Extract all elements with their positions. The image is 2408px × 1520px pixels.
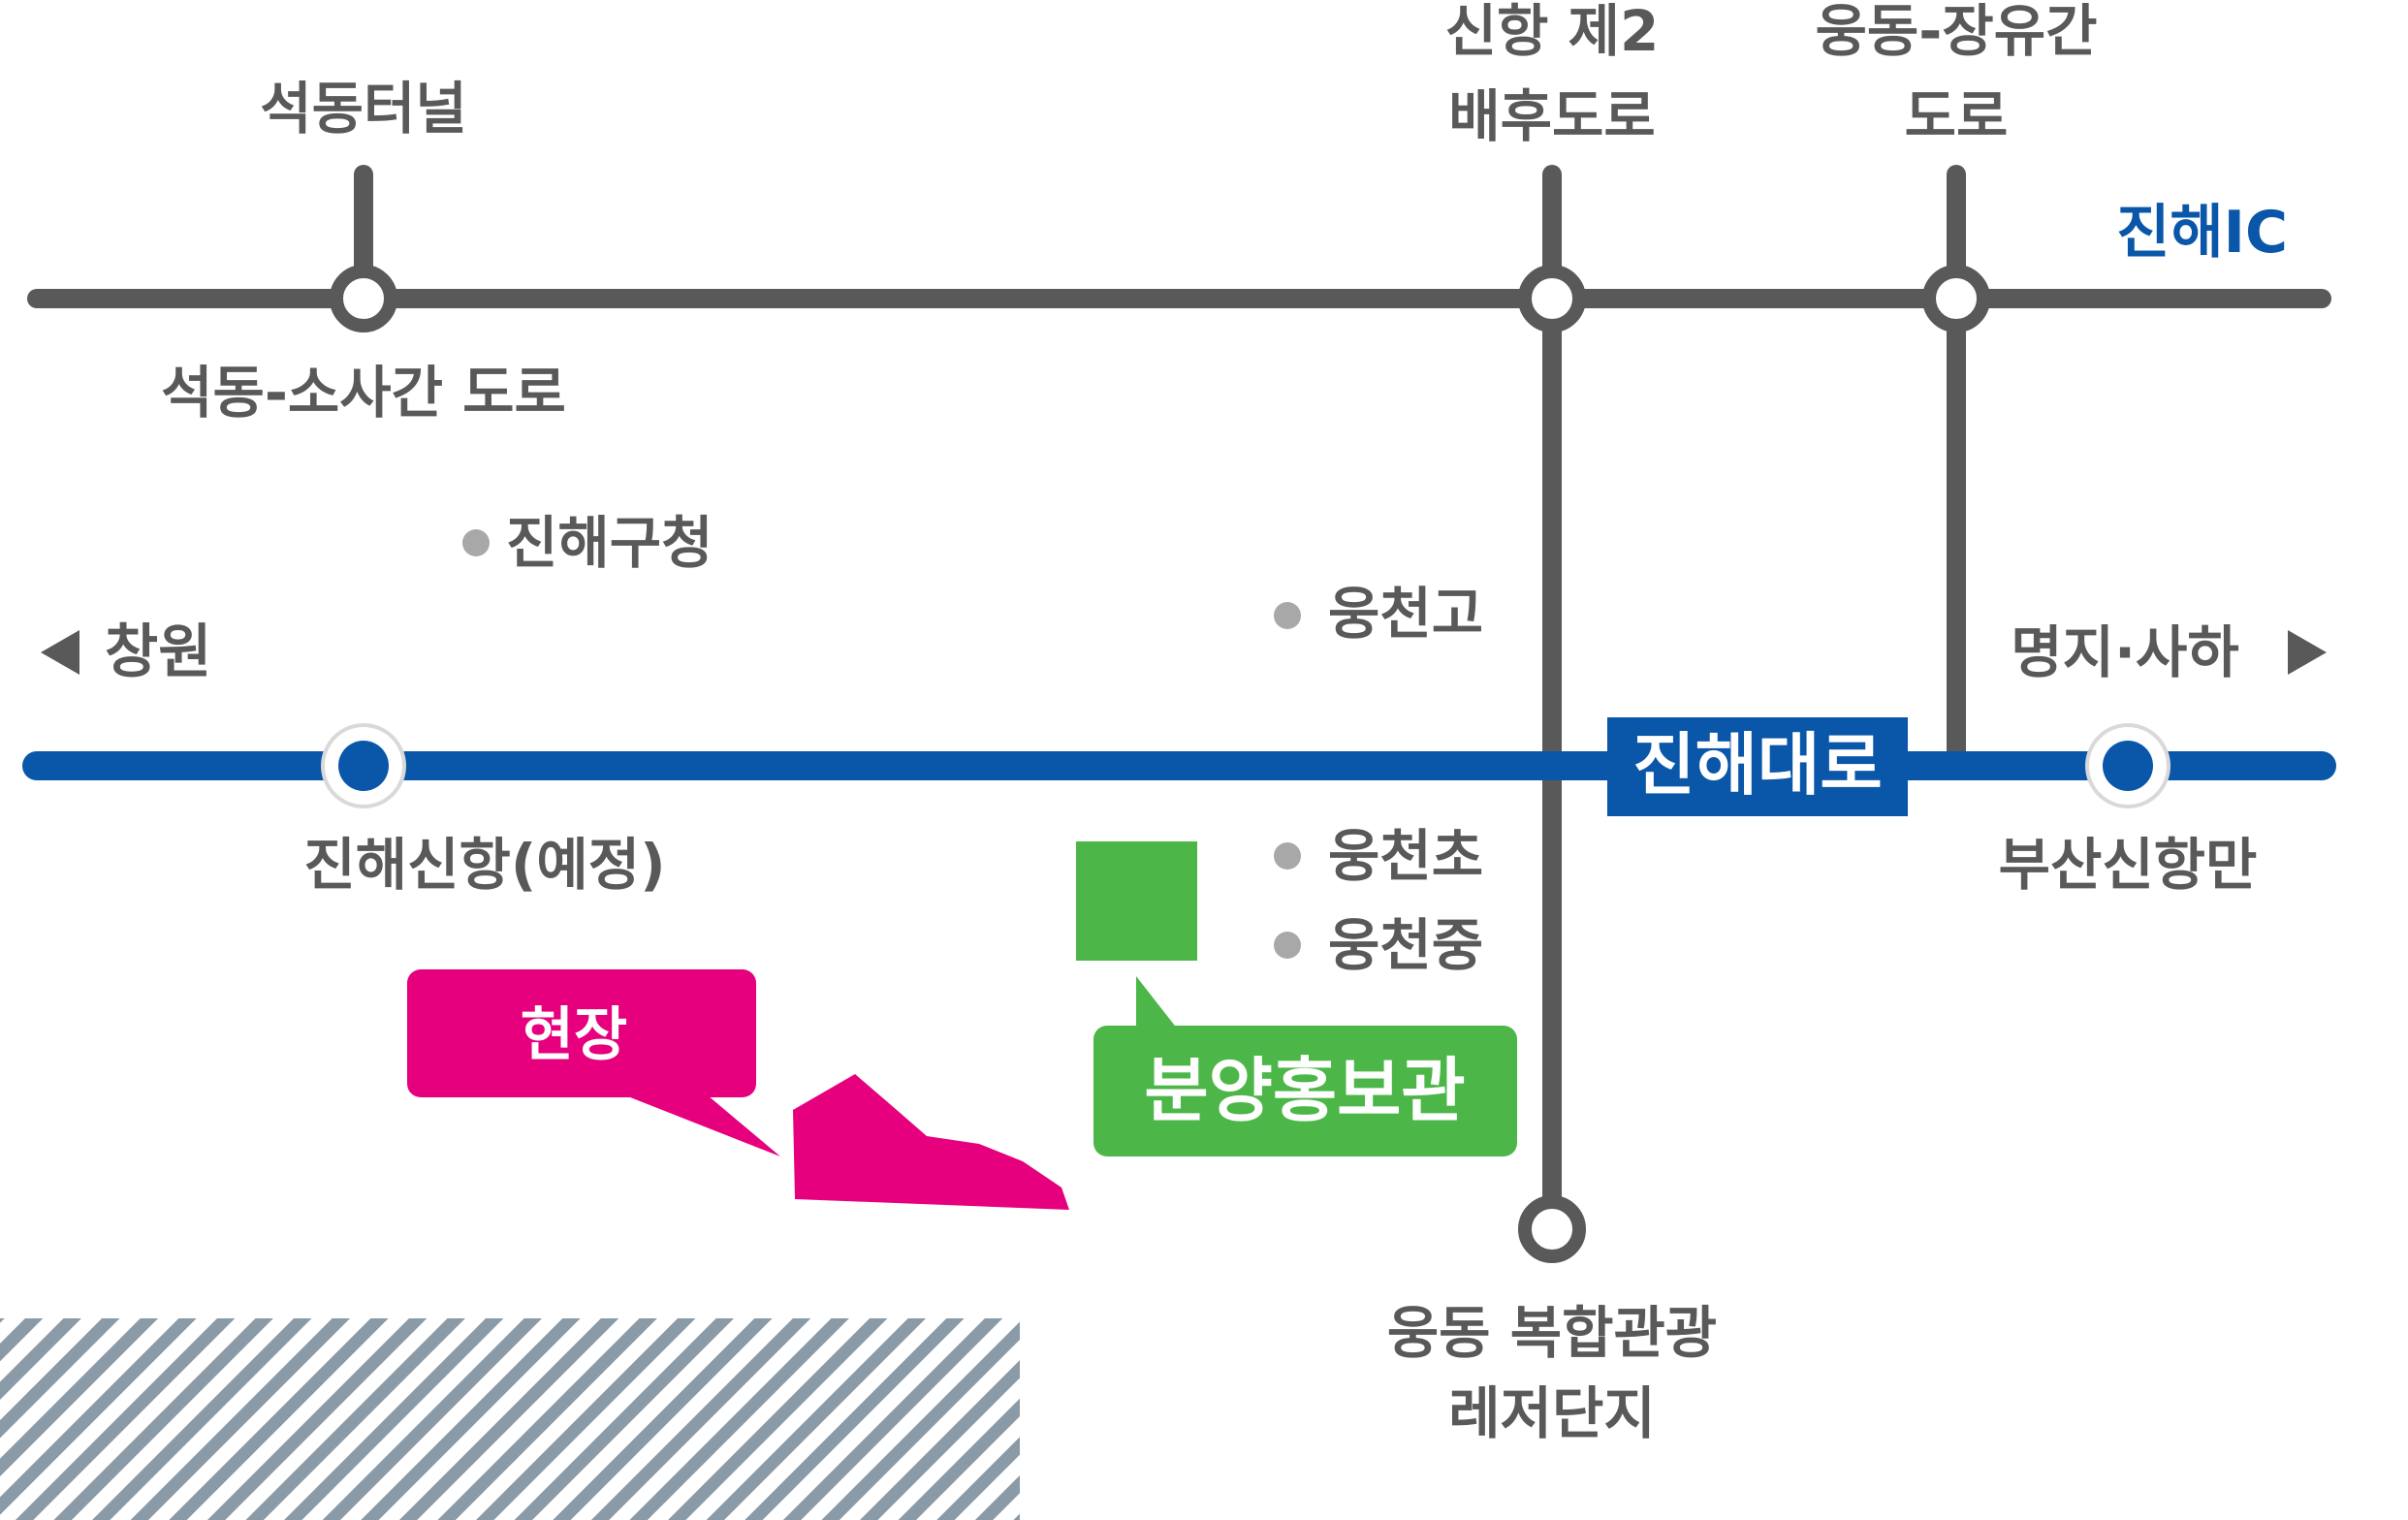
jinhae-sinhang-label: 진해신항(예정) <box>303 832 665 898</box>
ungdong-road-label-line1: 웅동-장유간 <box>1816 0 2098 64</box>
model-house-callout: 분양홍보관 <box>1093 976 1517 1156</box>
jinhae-daero-badge: 진해대로 <box>1607 717 1908 816</box>
interchange-seokdong <box>330 265 397 332</box>
interchange-ungdong <box>1922 265 1990 332</box>
interchange-sinhang <box>1518 265 1586 332</box>
ungcheon-middle-label: 웅천중 <box>1328 912 1483 978</box>
model-house-label: 분양홍보관 <box>1144 1050 1465 1131</box>
sinhang-road-label-line2: 배후도로 <box>1448 83 1655 149</box>
sea-hatch-area <box>0 1318 1020 1520</box>
station-busan-sinhangman <box>2103 741 2153 791</box>
site-label: 현장 <box>521 1001 627 1069</box>
poi-dot-ungcheon-high <box>1274 602 1301 629</box>
site-area-shape <box>793 1074 1069 1210</box>
ungdong-road-label-line2: 도로 <box>1905 83 2009 149</box>
leisure-complex-label-line2: 레저단지 <box>1448 1380 1655 1446</box>
jinhae-gucheong-label: 진해구청 <box>506 510 713 576</box>
ungcheon-high-label: 웅천고 <box>1328 581 1483 647</box>
poi-dot-ungcheon-middle <box>1274 932 1301 959</box>
site-callout: 현장 <box>407 969 780 1156</box>
arrow-left-icon <box>41 630 79 675</box>
sinhang-road-label-line1: 신항 제2 <box>1445 0 1660 64</box>
jinhae-daero-label: 진해대로 <box>1632 725 1883 805</box>
model-house-marker <box>1076 841 1197 961</box>
seokdong-sosa-road-label: 석동-소사간 도로 <box>161 360 566 426</box>
poi-dots <box>462 529 1301 959</box>
blue-stations <box>321 723 2170 808</box>
leisure-complex-label-line1: 웅동 복합관광 <box>1387 1300 1717 1366</box>
busan-sinhangman-label: 부산신항만 <box>1999 832 2258 898</box>
changwon-label: 창원 <box>105 618 211 686</box>
seokdong-tunnel-label: 석동터널 <box>260 76 466 142</box>
ungcheon-elem-label: 웅천초 <box>1328 823 1483 889</box>
myeongji-saha-label: 명지·사하 <box>2011 619 2238 685</box>
gray-interchanges <box>330 265 1990 1263</box>
station-jinhae-sinhang <box>338 741 389 791</box>
arrow-right-icon <box>2288 630 2327 675</box>
interchange-leisure <box>1518 1195 1586 1263</box>
poi-dot-gucheong <box>462 529 490 556</box>
jinhae-ic-label: 진해IC <box>2116 199 2288 267</box>
poi-dot-ungcheon-elem <box>1274 842 1301 870</box>
